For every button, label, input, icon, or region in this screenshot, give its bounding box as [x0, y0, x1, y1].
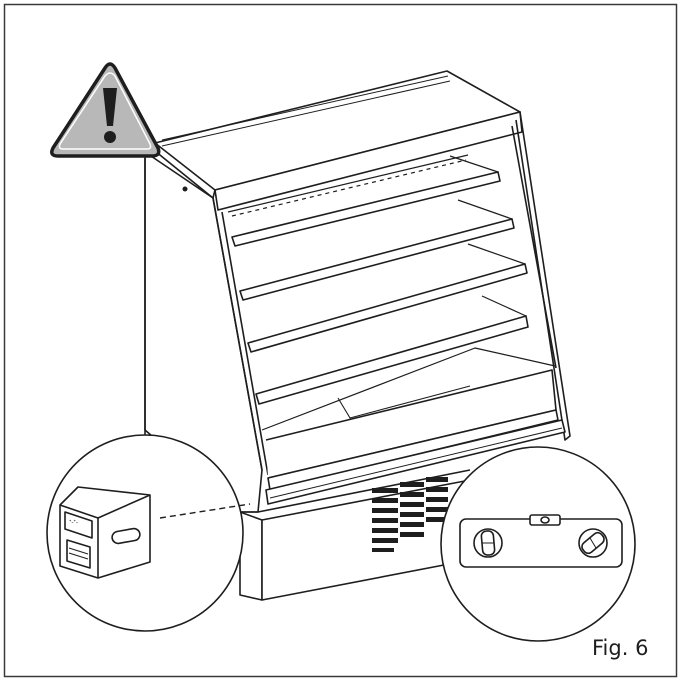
control-unit-icon: ᐩ-ᐩ-	[59, 486, 151, 579]
case-front-edge	[267, 409, 559, 491]
case-deck-divider	[337, 385, 471, 419]
shelf-2-back	[457, 199, 513, 220]
spirit-level-icon	[459, 514, 623, 568]
shelf-4-back	[481, 295, 527, 317]
case-back-rail-holes	[231, 159, 467, 217]
shelf-2	[239, 218, 515, 301]
case-left-upright-inner	[221, 211, 269, 476]
case-deck	[261, 347, 556, 431]
controller-detail: ᐩ-ᐩ-	[46, 434, 251, 632]
shelf-4	[255, 315, 529, 405]
case-side-screw	[182, 186, 188, 192]
warning-icon	[50, 62, 161, 158]
exclamation-dot	[104, 131, 116, 143]
shelf-1	[231, 171, 501, 247]
case-back-rail	[227, 154, 469, 213]
figure-caption: Fig. 6	[592, 636, 649, 660]
figure-frame	[3, 3, 678, 678]
exclamation-bar	[103, 88, 117, 126]
case-left-upright	[212, 197, 263, 471]
shelf-3-back	[467, 243, 526, 265]
controller-leader-line	[159, 503, 251, 519]
case-top-front	[214, 111, 523, 211]
case-base-top	[240, 469, 471, 513]
case-front-bumper-lip	[269, 427, 563, 499]
shelf-3	[247, 263, 528, 353]
case-right-upright-inner	[511, 125, 557, 369]
vent-grille	[372, 477, 448, 552]
case-front-bumper	[265, 419, 566, 505]
svg-text:ᐩ-ᐩ-: ᐩ-ᐩ-	[69, 519, 78, 526]
shelf-1-back	[449, 155, 499, 173]
case-canopy-trim2	[161, 80, 451, 147]
refrigerated-display-case-icon	[144, 70, 571, 601]
case-canopy-trim	[161, 75, 449, 141]
level-detail	[440, 446, 636, 642]
